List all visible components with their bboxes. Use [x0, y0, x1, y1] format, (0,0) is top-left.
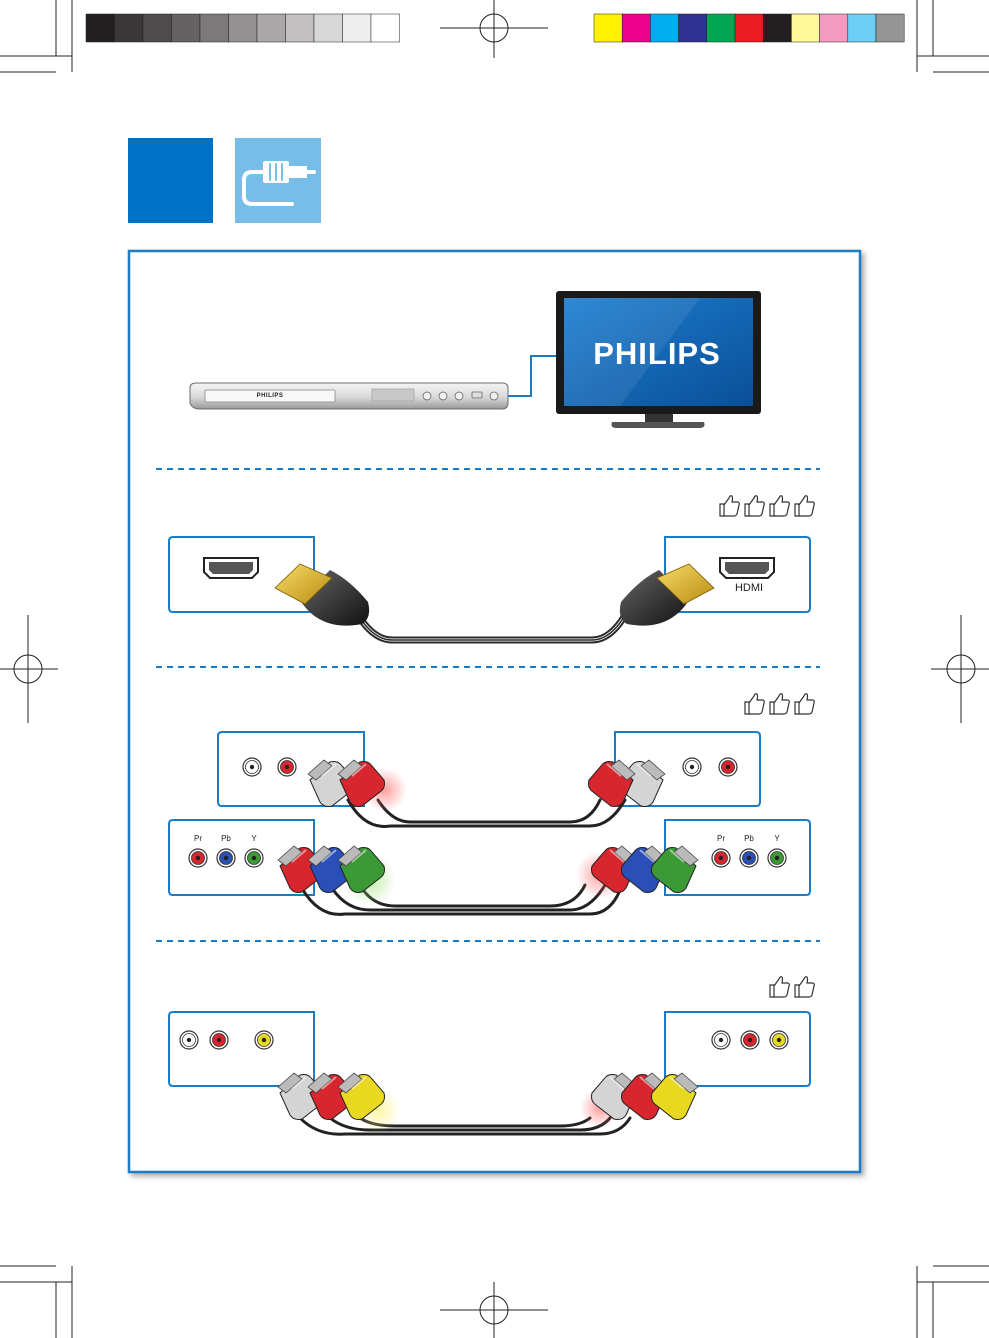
gray-swatch	[314, 14, 343, 42]
color-swatch	[848, 14, 876, 42]
dvd-brand-logo: PHILIPS	[205, 390, 335, 402]
tv-brand-logo: PHILIPS	[565, 334, 749, 374]
color-swatch	[820, 14, 848, 42]
color-swatch	[791, 14, 819, 42]
gray-swatch	[86, 14, 115, 42]
color-swatch	[876, 14, 904, 42]
gray-swatch	[143, 14, 172, 42]
gray-swatch	[172, 14, 201, 42]
component-label-pr-dvd: Pr	[189, 834, 207, 843]
gray-ramp	[86, 14, 400, 42]
color-bars	[594, 14, 904, 42]
component-label-y-dvd: Y	[245, 834, 263, 843]
component-label-y-tv: Y	[768, 834, 786, 843]
hdmi-port-label: HDMI	[729, 582, 769, 594]
hdmi-port-dvd	[204, 558, 258, 578]
section-number-box	[128, 138, 213, 223]
color-swatch	[622, 14, 650, 42]
gray-swatch	[200, 14, 229, 42]
color-swatch	[679, 14, 707, 42]
color-swatch	[735, 14, 763, 42]
color-swatch	[650, 14, 678, 42]
gray-swatch	[257, 14, 286, 42]
gray-swatch	[115, 14, 144, 42]
color-swatch	[763, 14, 791, 42]
gray-swatch	[229, 14, 258, 42]
component-label-pr-tv: Pr	[712, 834, 730, 843]
hdmi-port-tv	[720, 558, 774, 578]
gray-swatch	[343, 14, 372, 42]
component-label-pb-dvd: Pb	[217, 834, 235, 843]
color-swatch	[707, 14, 735, 42]
color-swatch	[594, 14, 622, 42]
gray-swatch	[286, 14, 315, 42]
gray-swatch	[371, 14, 400, 42]
component-label-pb-tv: Pb	[740, 834, 758, 843]
